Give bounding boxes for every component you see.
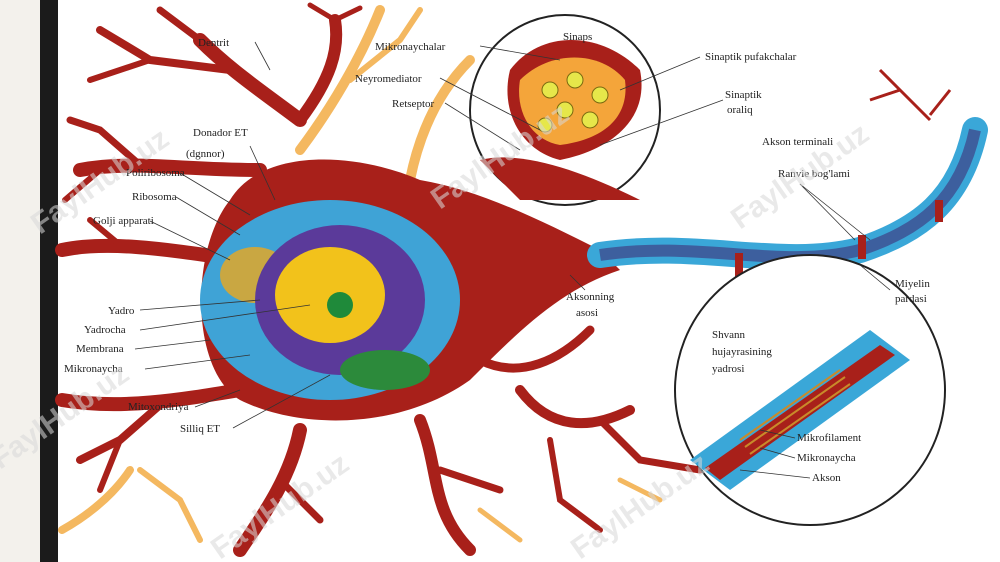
label-microfilament: Mikrofilament [797,432,861,444]
label-membrane: Membrana [76,343,124,355]
ranvier-nodes [735,200,943,277]
label-granular-er-sub: (dgnnor) [186,148,225,160]
label-smooth-er: Silliq ET [180,423,220,435]
label-myelin-2: pardasi [895,293,927,305]
label-polyribosome: Poliribosoma [126,167,185,179]
watermark-text: FaylHub.uz [725,117,875,236]
label-dendrite: Dentrit [198,37,229,49]
label-schwann-1: Shvann [712,329,746,341]
watermark-text: FaylHub.uz [565,447,715,562]
inset-axon [705,345,895,480]
label-golgi: Golji apparati [93,215,154,227]
label-neurotransmitter: Neyromediator [355,73,422,85]
label-myelin: Miyelin [895,278,930,290]
label-synapse: Sinaps [563,31,592,43]
label-axon: Akson [812,472,841,484]
label-axon-terminal: Akson terminali [762,136,833,148]
orange-dendrites [58,5,663,543]
label-granular-er: Donador ET [193,127,248,139]
synaptic-vesicles [537,71,609,133]
watermark-text: FaylHub.uz [205,447,355,562]
postsynaptic-membrane [480,157,640,200]
label-receptor: Retseptor [392,98,434,110]
label-nucleolus: Yadrocha [84,324,126,336]
label-synaptic-vesicles: Sinaptik pufakchalar [705,51,797,63]
leader-lines [134,41,891,479]
axon-core [599,128,981,264]
axon-terminal [869,68,952,122]
label-schwann-2: hujayrasining [712,346,772,358]
label-ribosome: Ribosoma [132,191,177,203]
left-border-bar [40,0,58,562]
label-ranvier-nodes: Ranvie bog'lami [778,168,850,180]
label-synaptic-cleft-2: oraliq [727,104,753,116]
label-axon-hillock-2: asosi [576,307,598,319]
label-mitochondria: Mitoxondriya [128,401,189,413]
dendrites [55,2,704,557]
label-microtubule: Mikronaycha [64,363,123,375]
label-synaptic-cleft: Sinaptik [725,89,762,101]
inset-filaments [739,369,851,455]
label-axon-hillock: Aksonning [566,291,615,303]
label-microtubules-top: Mikronaychalar [375,41,446,53]
label-nucleus: Yadro [108,305,135,317]
nucleolus [327,292,353,318]
nucleolus-area [275,247,385,343]
smooth-er-shape [340,350,430,390]
labels: Dentrit Donador ET (dgnnor) Poliribosoma… [64,31,930,484]
label-microtubule-bottom: Mikronaycha [797,452,856,464]
label-schwann-3: yadrosi [712,363,744,375]
